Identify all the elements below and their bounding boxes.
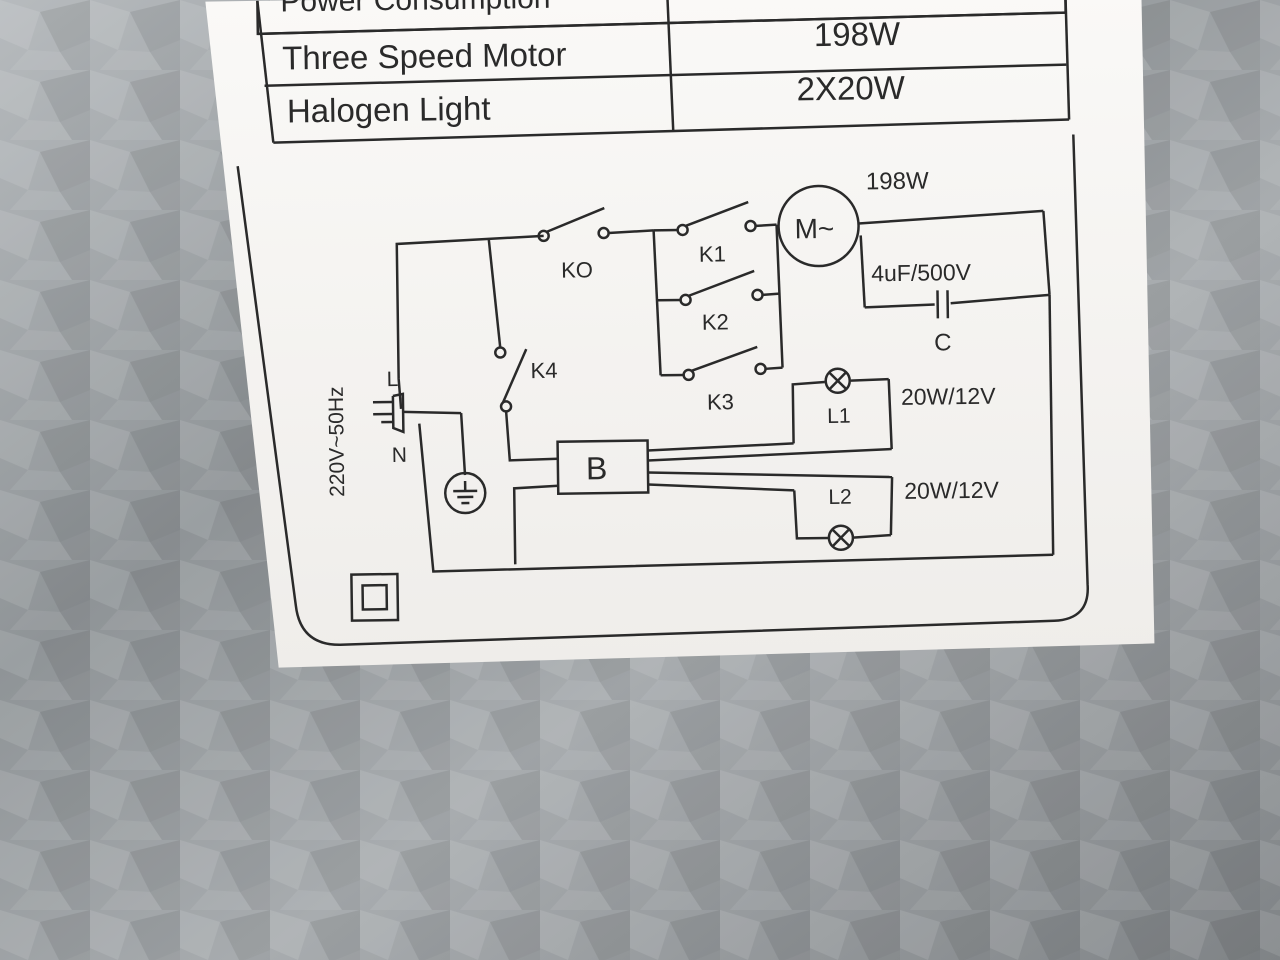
switch-k4-label: K4	[530, 358, 557, 383]
switch-k1-label: K1	[699, 241, 726, 266]
wiring-label-sticker: Power Consumption Three Speed Motor 198W…	[205, 0, 1155, 668]
transformer-label: B	[586, 450, 608, 486]
live-terminal-label: L	[387, 368, 399, 391]
motor-row-value: 198W	[814, 15, 902, 53]
halogen-row-label: Halogen Light	[287, 90, 491, 130]
halogen-row-value: 2X20W	[796, 69, 906, 108]
switch-k2-label: K2	[702, 309, 729, 334]
power-consumption-header: Power Consumption	[280, 0, 551, 19]
lamp1-label: L1	[827, 405, 851, 428]
label-paper	[205, 0, 1155, 668]
diagram-frame	[236, 134, 1089, 647]
lamp2-rating-label: 20W/12V	[904, 477, 1000, 504]
wiring-diagram	[350, 184, 1055, 622]
motor-row-label: Three Speed Motor	[282, 36, 567, 77]
supply-voltage-label: 220V~50Hz	[325, 386, 350, 497]
capacitor-rating-label: 4uF/500V	[871, 259, 972, 286]
motor-power-label: 198W	[866, 168, 929, 196]
spec-table	[256, 0, 1071, 144]
capacitor-label: C	[934, 329, 952, 356]
neutral-terminal-label: N	[392, 444, 407, 467]
motor-symbol: M~	[794, 213, 834, 245]
lamp2-label: L2	[828, 486, 852, 509]
switch-k3-label: K3	[707, 389, 734, 414]
lamp1-rating-label: 20W/12V	[901, 383, 997, 410]
switch-k0-label: KO	[561, 257, 593, 282]
